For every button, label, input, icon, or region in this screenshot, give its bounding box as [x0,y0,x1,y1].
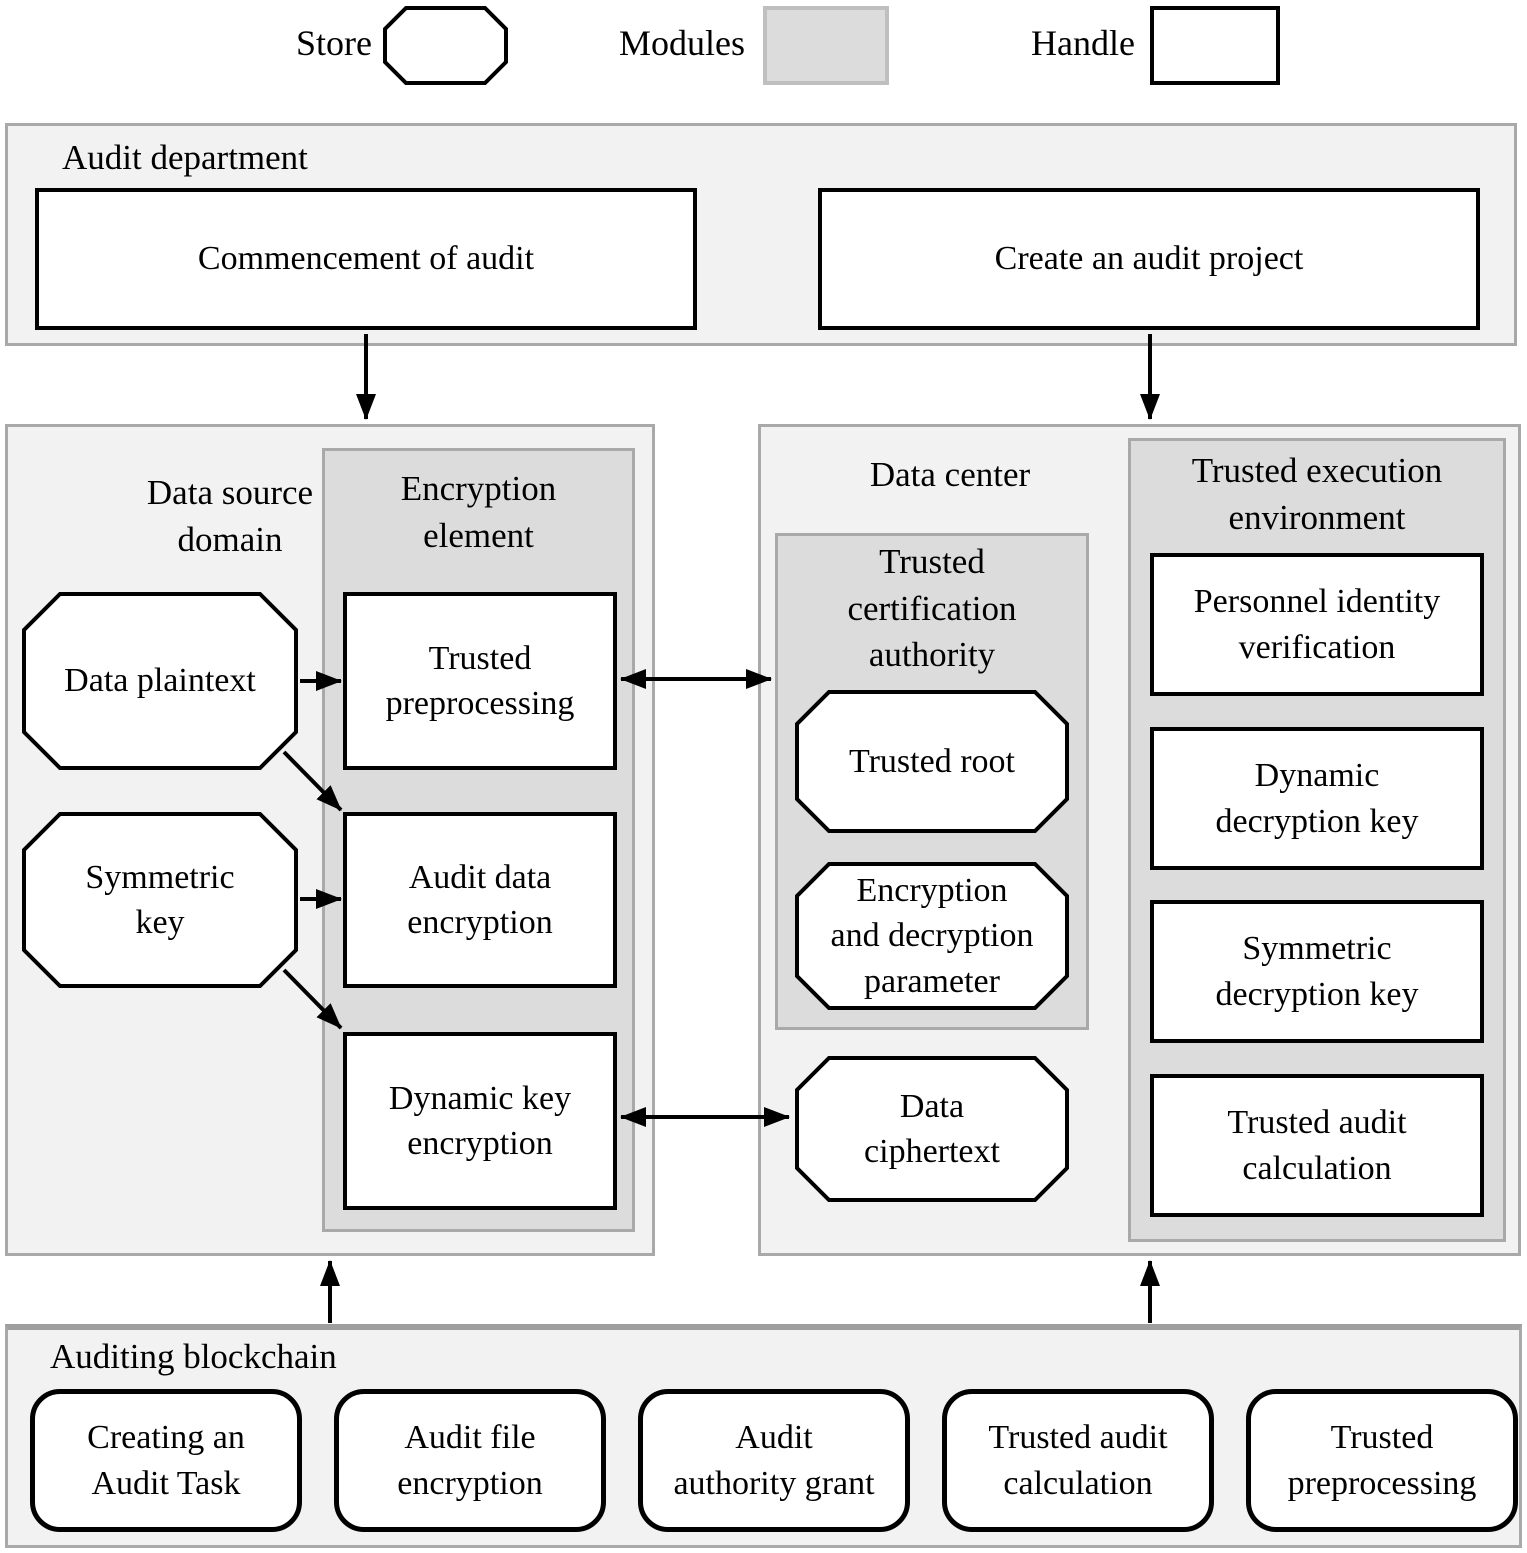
octagon-shape [22,592,298,770]
dynamic-decryption-key-label: Dynamic decryption key [1215,757,1419,840]
block-label: Trusted preprocessing [1287,1419,1477,1502]
octagon-shape [22,812,298,988]
symmetric-decryption-key-label: Symmetric decryption key [1215,930,1419,1013]
encryption-element-title: Encryption element [400,469,557,555]
trusted-audit-calculation-label: Trusted audit calculation [1227,1104,1407,1187]
trusted-root-store: Trusted root [795,690,1069,833]
legend-modules-swatch [763,6,889,85]
data-plaintext-store: Data plaintext [22,592,298,770]
commencement-of-audit-label: Commencement of audit [197,240,535,278]
symmetric-decryption-key-box: Symmetric decryption key [1150,900,1484,1043]
octagon-shape [795,1056,1069,1202]
create-audit-project-box: Create an audit project [818,188,1480,330]
personnel-identity-verification-box: Personnel identity verification [1150,553,1484,696]
commencement-of-audit-box: Commencement of audit [35,188,697,330]
auditing-blockchain-title: Auditing blockchain [50,1337,337,1376]
data-center-title: Data center [869,455,1031,494]
octagon-shape [795,690,1069,833]
octagon-shape [383,6,508,85]
dynamic-decryption-key-box: Dynamic decryption key [1150,727,1484,870]
legend-store-swatch [383,6,508,85]
audit-data-encryption-box: Audit data encryption [343,812,617,988]
trusted-preprocessing-box: Trusted preprocessing [343,592,617,770]
dynamic-key-encryption-label: Dynamic key encryption [388,1079,572,1162]
legend-handle-swatch [1150,6,1280,85]
symmetric-key-store: Symmetric key [22,812,298,988]
dynamic-key-encryption-box: Dynamic key encryption [343,1032,617,1210]
block-audit-authority-grant: Audit authority grant [638,1389,910,1532]
data-ciphertext-label: Data ciphertext [864,1087,1000,1170]
legend-store-label: Store [296,23,372,63]
data-source-domain-title: Data source domain [146,473,314,559]
trusted-audit-calculation-box: Trusted audit calculation [1150,1074,1484,1217]
legend-handle-label: Handle [1031,23,1135,63]
block-audit-file-encryption: Audit file encryption [334,1389,606,1532]
data-ciphertext-store: Data ciphertext [795,1056,1069,1202]
data-plaintext-label: Data plaintext [64,662,256,700]
block-trusted-audit-calculation: Trusted audit calculation [942,1389,1214,1532]
create-audit-project-label: Create an audit project [994,240,1304,278]
block-label: Creating an Audit Task [87,1419,245,1502]
encryption-decryption-parameter-label: Encryption and decryption parameter [830,872,1034,1000]
block-trusted-preprocessing: Trusted preprocessing [1246,1389,1518,1532]
trusted-certification-authority-title: Trusted certification authority [847,542,1017,675]
trusted-root-label: Trusted root [849,742,1015,780]
trusted-preprocessing-label: Trusted preprocessing [385,639,575,722]
encryption-decryption-parameter-store: Encryption and decryption parameter [795,862,1069,1010]
octagon-shape [795,862,1069,1010]
block-label: Audit authority grant [673,1419,875,1502]
block-label: Trusted audit calculation [988,1419,1168,1502]
symmetric-key-label: Symmetric key [85,858,235,941]
audit-data-encryption-label: Audit data encryption [407,858,553,941]
audit-department-title: Audit department [62,138,308,177]
block-label: Audit file encryption [397,1419,543,1502]
legend-modules-label: Modules [619,23,745,63]
trusted-execution-environment-title: Trusted execution environment [1191,451,1443,537]
block-creating-audit-task: Creating an Audit Task [30,1389,302,1532]
personnel-identity-verification-label: Personnel identity verification [1193,583,1441,666]
